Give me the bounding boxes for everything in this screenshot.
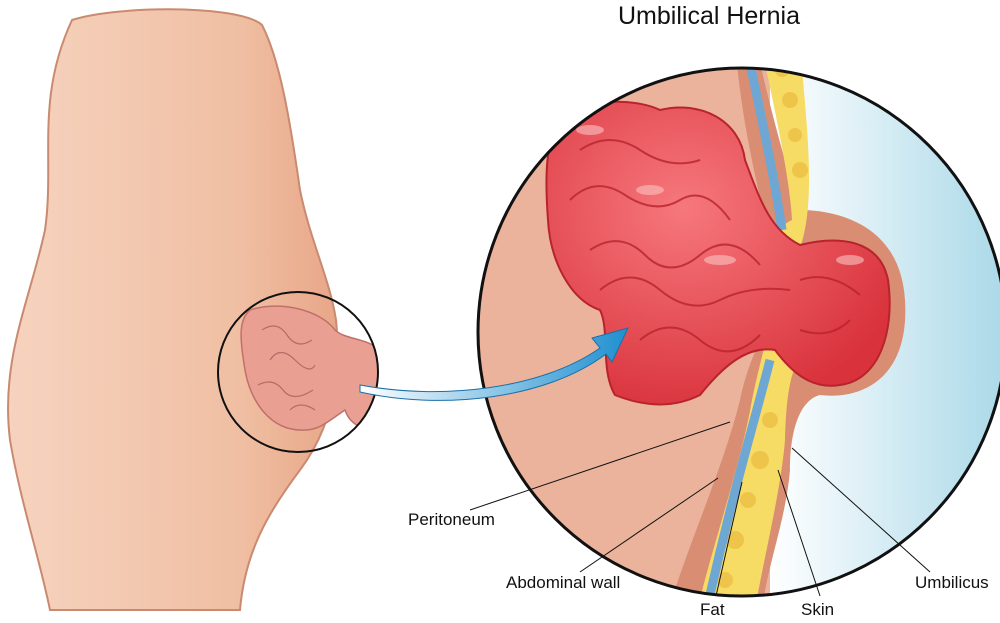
small-magnifier-circle <box>217 291 379 453</box>
intestine-folds <box>569 139 861 353</box>
large-magnifier-circle <box>476 66 1000 598</box>
intestines <box>545 100 891 406</box>
leader-lines <box>469 421 931 597</box>
diagram-title: Umbilical Hernia <box>618 2 800 30</box>
label-abdominal-wall: Abdominal wall <box>506 573 621 592</box>
large-hernia-view <box>478 68 1000 596</box>
label-fat: Fat <box>700 600 725 619</box>
small-hernia-view <box>240 305 378 431</box>
body-silhouette <box>7 8 339 611</box>
label-umbilicus: Umbilicus <box>915 573 989 592</box>
label-skin: Skin <box>801 600 835 619</box>
label-peritoneum: Peritoneum <box>408 510 495 529</box>
peritoneum-layer <box>695 68 787 596</box>
magnify-arrow <box>359 327 629 401</box>
